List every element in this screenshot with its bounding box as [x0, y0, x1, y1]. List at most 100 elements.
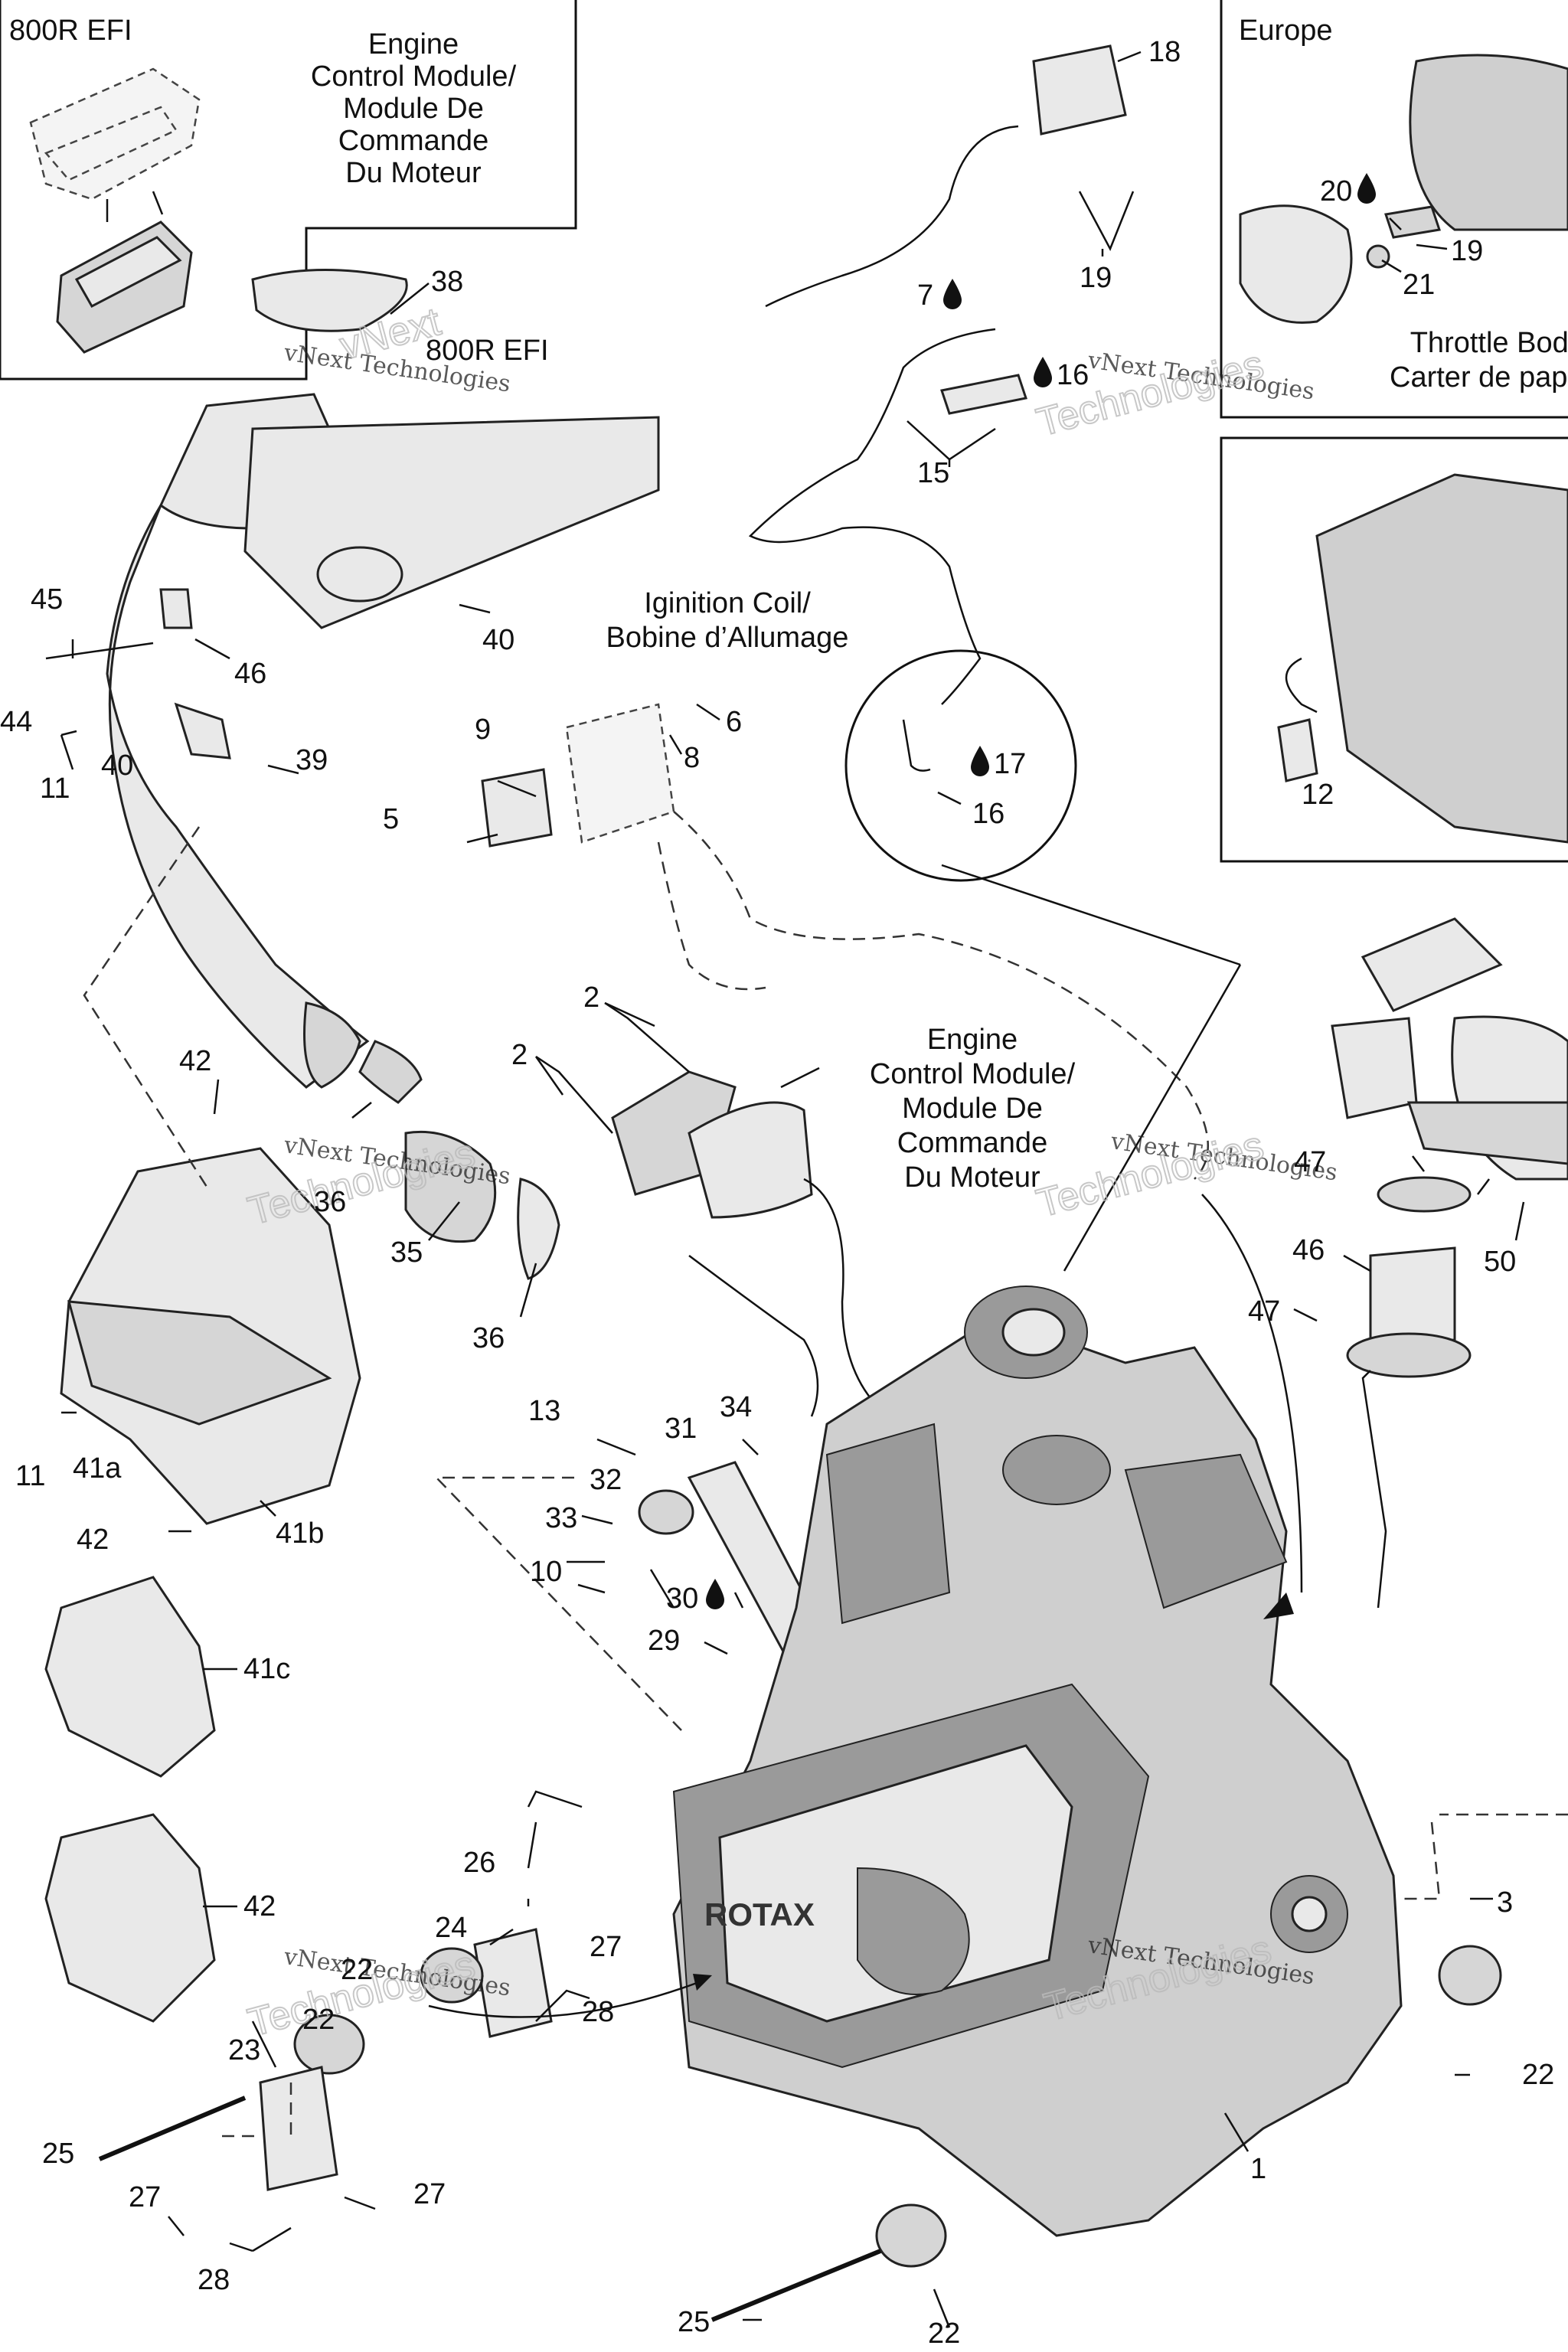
callout-22d: 22	[1522, 2059, 1554, 2091]
callout-26: 26	[463, 1847, 495, 1879]
callout-35: 35	[390, 1236, 423, 1269]
oil-drop-icon	[1034, 357, 1052, 387]
callout-22b: 22	[302, 2004, 335, 2036]
ignition-caption-line: Bobine d’Allumage	[606, 622, 849, 654]
throttle-inset-drawing	[1239, 54, 1568, 324]
callout-11: 11	[40, 773, 70, 805]
intake-duct-drawing	[106, 269, 660, 1280]
callout-18: 19	[1080, 262, 1112, 294]
callout-8: 8	[684, 742, 700, 774]
guide-lines	[83, 826, 1568, 2138]
callout-16: 16	[1057, 359, 1089, 391]
callout-25b: 25	[678, 2306, 710, 2338]
callout-50: 50	[1484, 1246, 1516, 1278]
callout-7: 7	[917, 279, 933, 312]
oil-drop-icon	[1357, 173, 1376, 204]
ecm-inset-caption-line: Engine	[368, 28, 459, 60]
callout-10: 10	[530, 1556, 562, 1588]
throttle-caption-line: Carter de papillon	[1390, 361, 1568, 394]
callout-3: 3	[1497, 1886, 1513, 1919]
callout-numbers: 18 19 7 16 15 20 19 21 12 17 16 38 40 45…	[0, 36, 1554, 2350]
inset-label-europe: Europe	[1239, 15, 1333, 47]
callout-41a: 41b	[276, 1517, 324, 1550]
ecm-inset-caption-line: Commande	[338, 125, 488, 157]
ecm-caption-line: Control Module/	[870, 1058, 1076, 1090]
right-side-parts-drawing	[1331, 917, 1568, 1378]
ecm-caption-line: Engine	[927, 1024, 1018, 1056]
callout-42b: 42	[77, 1524, 109, 1556]
callout-37: 38	[431, 266, 463, 298]
callout-38: 39	[296, 744, 328, 776]
callout-21: 21	[1403, 269, 1435, 301]
oil-drop-icons	[706, 173, 1376, 1609]
callout-36b: 36	[472, 1322, 505, 1354]
callout-36: 36	[314, 1186, 346, 1218]
callout-15: 16	[972, 798, 1004, 830]
captions: 800R EFI Engine Control Module/ Module D…	[9, 15, 1568, 1194]
callout-25: 25	[42, 2138, 74, 2170]
callout-41c: 42	[243, 1890, 276, 1922]
callout-12: 12	[1302, 779, 1334, 811]
callout-5: 5	[383, 803, 399, 835]
ecm-caption-line: Du Moteur	[904, 1161, 1040, 1194]
callout-39: 40	[482, 624, 514, 656]
callout-40: 40	[101, 750, 133, 782]
callout-42: 42	[179, 1045, 211, 1077]
sensor-harness-drawing	[748, 44, 1127, 882]
callout-23: 23	[228, 2034, 260, 2066]
callout-28b: 28	[198, 2264, 230, 2296]
callout-30: 30	[666, 1583, 698, 1615]
ecm-inset-drawing	[29, 67, 201, 354]
engine-drawing: ROTAX	[672, 1285, 1403, 2237]
callout-47: 47	[1294, 1146, 1326, 1178]
ecm-inset-caption-line: Module De	[343, 93, 484, 125]
callout-17: 18	[1148, 36, 1181, 68]
callout-16b: 17	[994, 748, 1026, 780]
oil-drop-icon	[706, 1579, 724, 1609]
callout-6: 6	[726, 706, 742, 738]
callout-29: 29	[648, 1625, 680, 1657]
callout-20: 20	[1320, 175, 1352, 207]
callout-1: 1	[1250, 2153, 1266, 2185]
callout-46: 46	[1292, 1234, 1325, 1266]
watermarks: vNext Technologies vNext vNext Technolog…	[243, 299, 1339, 2047]
inset-label-800r-efi-2: 800R EFI	[426, 335, 549, 367]
callout-11b: 11	[15, 1460, 45, 1492]
callout-40b: 41a	[73, 1452, 122, 1485]
callout-43: 44	[0, 706, 32, 738]
throttle-caption-line: Throttle Body/	[1410, 327, 1568, 359]
engine-inset-drawing	[1277, 473, 1568, 844]
ecm-caption-line: Commande	[897, 1127, 1047, 1159]
heat-shields-drawing	[44, 1147, 361, 2023]
callout-27b: 27	[129, 2181, 161, 2213]
callout-41b: 41c	[243, 1653, 290, 1685]
ecm-inset-caption-line: Du Moteur	[345, 157, 482, 189]
ignition-coil-drawing	[481, 703, 1209, 1180]
callout-9: 9	[475, 714, 491, 746]
callout-22: 22	[341, 1954, 373, 1986]
callout-2b: 2	[511, 1039, 528, 1071]
callout-19: 19	[1451, 235, 1483, 267]
engine-brand-label: ROTAX	[704, 1896, 815, 1932]
callout-14: 15	[917, 457, 949, 489]
callout-2: 2	[583, 982, 599, 1014]
callout-47b: 47	[1248, 1295, 1280, 1328]
ignition-caption-line: Iginition Coil/	[644, 587, 811, 619]
callout-24: 24	[435, 1912, 467, 1944]
callout-34: 34	[720, 1391, 752, 1423]
callout-27: 27	[590, 1931, 622, 1963]
callout-33: 33	[545, 1502, 577, 1534]
callout-22c: 22	[928, 2318, 960, 2350]
callout-31: 31	[665, 1413, 697, 1445]
oil-drop-icon	[971, 746, 989, 776]
inset-frames	[0, 0, 1568, 863]
oil-drop-icon	[943, 279, 962, 309]
callout-44: 45	[31, 583, 63, 616]
callout-32: 32	[590, 1464, 622, 1496]
callout-leaders	[45, 51, 1525, 2328]
engine-mounts-drawing	[98, 1461, 1502, 2322]
callout-45: 46	[234, 658, 266, 690]
callout-28: 28	[582, 1996, 614, 2028]
